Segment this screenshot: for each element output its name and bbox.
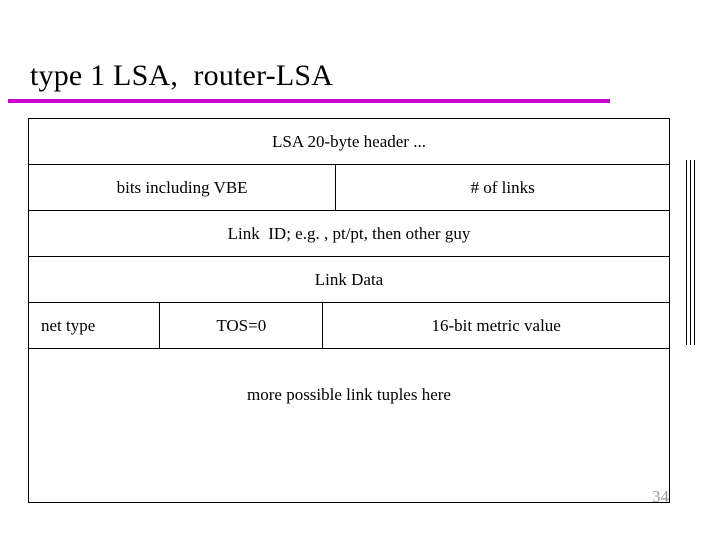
slide-page-number: 34 [652, 487, 669, 506]
cell-net-type: net type [29, 303, 161, 348]
side-bar-line-1 [686, 160, 687, 345]
packet-row-link-id: Link ID; e.g. , pt/pt, then other guy [29, 211, 669, 257]
router-lsa-packet-diagram: LSA 20-byte header ... bits including VB… [28, 118, 670, 503]
decorative-side-bars [686, 160, 698, 345]
packet-row-link-data: Link Data [29, 257, 669, 303]
cell-more-link-tuples: more possible link tuples here [247, 385, 451, 404]
packet-row-lsa-header: LSA 20-byte header ... [29, 119, 669, 165]
packet-row-more-tuples: more possible link tuples here [29, 349, 669, 502]
title-underline-rule [8, 99, 610, 103]
cell-metric-value: 16-bit metric value [431, 315, 561, 335]
cell-link-id: Link ID; e.g. , pt/pt, then other guy [227, 223, 471, 243]
cell-number-of-links: # of links [470, 177, 535, 197]
cell-bits-including-vbe: bits including VBE [29, 165, 337, 210]
cell-link-data: Link Data [314, 269, 384, 289]
cell-lsa-header: LSA 20-byte header ... [272, 131, 426, 151]
cell-tos: TOS=0 [160, 303, 324, 348]
side-bar-line-3 [694, 160, 695, 345]
side-bar-line-2 [690, 160, 691, 345]
packet-row-flags-links: bits including VBE # of links [29, 165, 669, 211]
packet-row-type-tos-metric: net type TOS=0 16-bit metric value [29, 303, 669, 349]
page-title: type 1 LSA, router-LSA [30, 59, 334, 92]
